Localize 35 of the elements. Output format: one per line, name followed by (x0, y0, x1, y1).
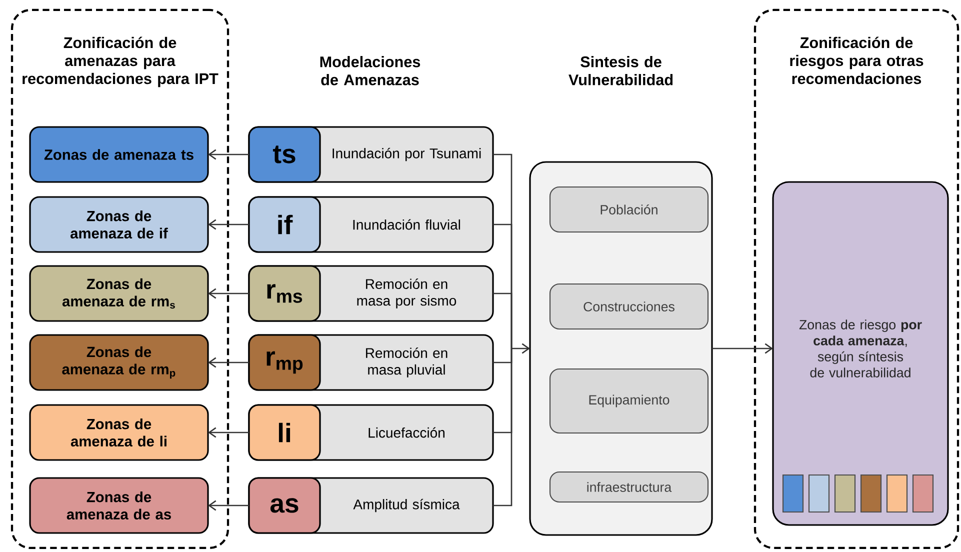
color-swatch (912, 474, 934, 513)
hazard-box: if Inundación fluvial (248, 196, 494, 253)
zone-box: Zonas de amenaza ts (29, 126, 209, 183)
color-swatch (808, 474, 830, 513)
hazard-box: r$_{ms}$ Remoción en masa por sismo (248, 265, 494, 322)
hazard-box: r$_{mp}$ Remoción en masa pluvial (248, 334, 494, 391)
zone-box: Zonas de amenaza de rm$_{s}$ (29, 265, 209, 322)
color-swatch (782, 474, 804, 513)
arrow (208, 288, 249, 299)
hazard-box: li Licuefacción (248, 404, 494, 461)
arrow (512, 343, 530, 354)
category-box: Equipamiento (549, 368, 709, 434)
column-heading: Modelaciones de Amenazas (320, 56, 420, 86)
node-label: Sintesis de Vulnerabilidad (568, 56, 673, 86)
hazard-box: as Amplitud sísmica (248, 477, 494, 534)
color-swatch (834, 474, 856, 513)
category-box: infraestructura (549, 471, 709, 503)
zone-box: Zonas de amenaza de li (29, 404, 209, 461)
risk-box: Zonas de riesgo por cada amenaza, según síntesis de vulnerabilidad (772, 181, 949, 526)
zone-box: Zonas de amenaza de rm$_{p}$ (29, 334, 209, 391)
color-swatch (860, 474, 882, 513)
connector-line (493, 292, 512, 348)
connector-line (493, 348, 512, 506)
hazard-box: ts Inundación por Tsunami (248, 126, 494, 183)
zone-box: Zonas de amenaza de if (29, 196, 209, 253)
color-swatch (886, 474, 908, 513)
arrow (208, 500, 249, 511)
zone-box: Zonas de amenaza de as (29, 477, 209, 534)
arrow (712, 343, 773, 354)
arrow (208, 149, 249, 160)
arrow (208, 357, 249, 368)
arrow (208, 427, 249, 438)
category-box: Construcciones (549, 283, 709, 330)
arrow (208, 219, 249, 230)
category-box: Población (549, 186, 709, 233)
